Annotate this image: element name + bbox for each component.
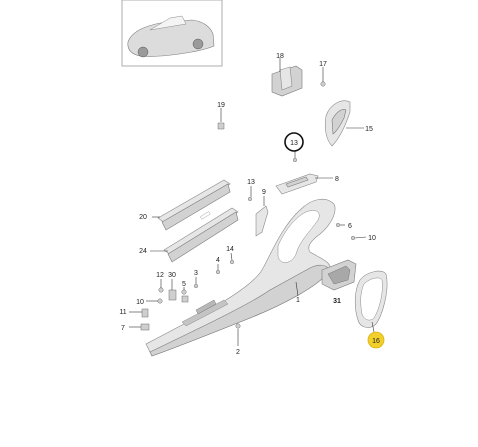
callout-14: 14 <box>226 246 234 253</box>
callout-13-highlighted: 13 <box>290 140 298 147</box>
part-20-sill-plate <box>157 179 231 231</box>
callout-30: 30 <box>168 272 176 279</box>
callout-10: 10 <box>368 235 376 242</box>
part-17-screw <box>320 81 326 87</box>
callout-19: 19 <box>217 102 225 109</box>
callout-17: 17 <box>319 61 327 68</box>
highlight-ring-13 <box>284 132 304 152</box>
callout-10-lower: 10 <box>136 299 144 306</box>
callout-31: 31 <box>333 298 341 305</box>
callout-11: 11 <box>119 309 126 316</box>
part-19-clip <box>217 122 225 130</box>
callout-1: 1 <box>296 297 300 304</box>
callout-5: 5 <box>182 281 186 288</box>
part-9-bracket <box>255 205 269 237</box>
callout-6: 6 <box>348 223 352 230</box>
callout-9: 9 <box>262 189 266 196</box>
callout-16-highlighted: 16 <box>372 338 380 345</box>
vehicle-thumbnail <box>121 0 223 67</box>
part-8-strip <box>275 173 319 195</box>
part-15-trim <box>324 100 351 147</box>
leader-lines <box>129 58 375 346</box>
callout-4: 4 <box>216 257 220 264</box>
callout-24: 24 <box>139 248 147 255</box>
highlight-badge-16 <box>367 331 385 349</box>
part-16-grille-frame <box>354 270 388 328</box>
callout-2: 2 <box>236 349 240 356</box>
part-1-side-skirt <box>145 198 336 357</box>
callout-15: 15 <box>365 126 373 133</box>
fasteners <box>140 196 356 331</box>
part-31-air-scoop <box>321 259 357 291</box>
callout-7: 7 <box>121 325 125 332</box>
part-13-clip <box>292 157 298 163</box>
part-24-sill-plate <box>163 207 239 263</box>
part-18-bracket <box>271 65 303 97</box>
callout-18: 18 <box>276 53 284 60</box>
callouts: 18 17 19 15 13 8 13 9 20 6 10 24 14 4 12… <box>119 53 385 356</box>
callout-12: 12 <box>156 272 164 279</box>
callout-8: 8 <box>335 176 339 183</box>
callout-20: 20 <box>139 214 147 221</box>
callout-3: 3 <box>194 270 198 277</box>
callout-13: 13 <box>247 179 255 186</box>
